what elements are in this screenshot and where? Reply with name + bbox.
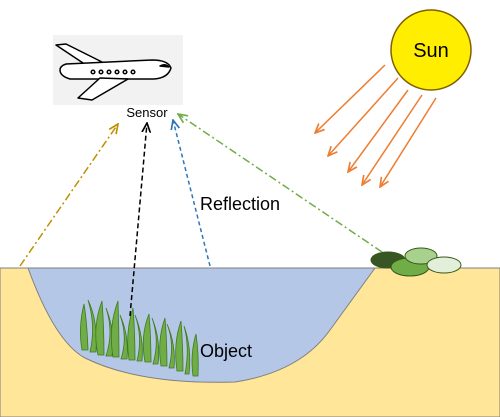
sun-label: Sun — [413, 40, 449, 62]
sensor-label: Sensor — [126, 105, 168, 120]
path-arrow-water-surface — [173, 120, 211, 267]
sun-rays — [315, 64, 437, 187]
seagrass-object — [80, 299, 199, 377]
sun-icon — [390, 9, 472, 91]
path-arrow-left-bank — [19, 124, 118, 267]
reflection-label: Reflection — [200, 194, 280, 214]
sun: Sun — [390, 9, 472, 91]
airplane-platform — [53, 35, 183, 105]
object-label: Object — [200, 341, 252, 361]
airplane-icon — [55, 43, 172, 101]
path-arrow-floating-leaves — [178, 114, 383, 253]
floating-leaves — [370, 247, 462, 277]
path-arrow-object — [129, 123, 147, 317]
